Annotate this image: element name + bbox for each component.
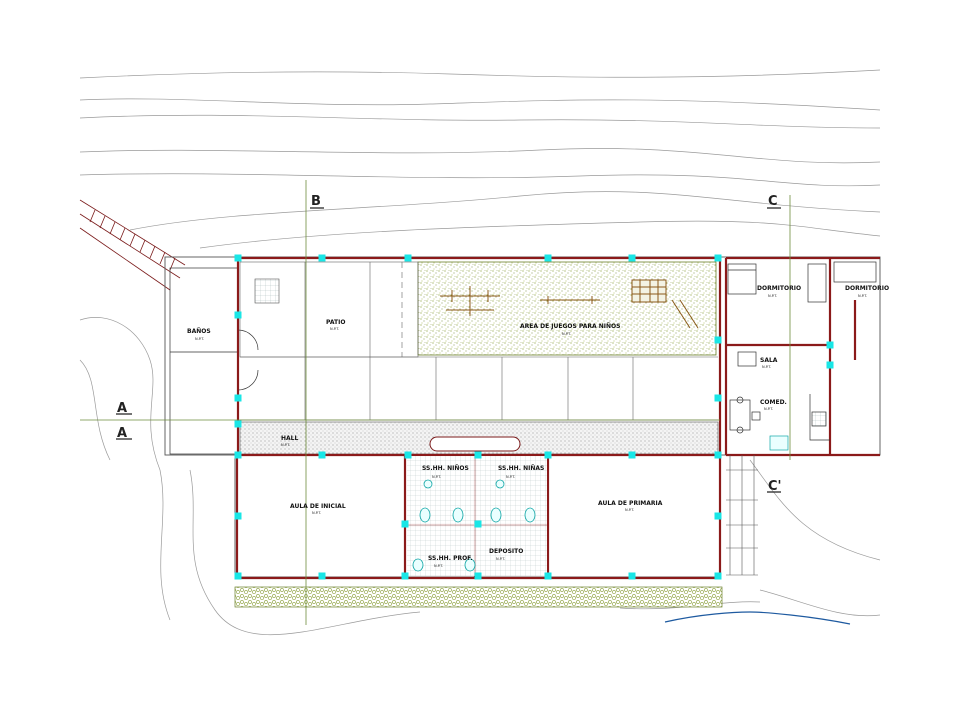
- room-juegos-npt: N.P.T.: [562, 332, 571, 336]
- column-27: [714, 394, 722, 402]
- residence-furniture: [727, 261, 877, 451]
- room-patio: PATIO: [326, 319, 345, 326]
- column-18: [234, 572, 242, 580]
- room-dormitorio-1-npt: N.P.T.: [768, 294, 777, 298]
- column-19: [318, 572, 326, 580]
- column-11: [404, 451, 412, 459]
- water-line: [664, 611, 851, 625]
- room-banos: BAÑOS: [187, 328, 211, 335]
- column-15: [714, 451, 722, 459]
- column-6: [234, 311, 242, 319]
- room-ss-ninas: SS.HH. NIÑAS: [498, 465, 544, 472]
- room-ss-prof: SS.HH. PROF.: [428, 555, 473, 562]
- room-deposito: DEPOSITO: [489, 548, 523, 555]
- room-sala-npt: N.P.T.: [762, 365, 771, 369]
- room-deposito-npt: N.P.T.: [496, 557, 505, 561]
- column-13: [544, 451, 552, 459]
- column-16: [234, 512, 242, 520]
- room-primaria-npt: N.P.T.: [625, 508, 634, 512]
- column-22: [544, 572, 552, 580]
- corridor-planters: [239, 421, 719, 455]
- column-21: [474, 572, 482, 580]
- toilets: [412, 479, 536, 572]
- room-primaria: AULA DE PRIMARIA: [598, 500, 663, 507]
- axis-label-c-top: C: [768, 194, 778, 209]
- column-25: [401, 520, 409, 528]
- columns: [234, 254, 834, 580]
- column-24: [714, 572, 722, 580]
- column-2: [404, 254, 412, 262]
- column-23: [628, 572, 636, 580]
- room-inicial-npt: N.P.T.: [312, 511, 321, 515]
- room-ss-ninos-npt: N.P.T.: [432, 475, 441, 479]
- room-banos-npt: N.P.T.: [195, 337, 204, 341]
- play-area-lawn: [417, 261, 717, 356]
- hedge-strip: [234, 586, 723, 608]
- axis-label-c-bottom: C': [768, 479, 782, 494]
- column-20: [401, 572, 409, 580]
- column-29: [826, 341, 834, 349]
- room-dormitorio-1: DORMITORIO: [757, 285, 801, 292]
- axis-lines: [80, 180, 791, 625]
- column-5: [714, 254, 722, 262]
- column-10: [318, 451, 326, 459]
- column-12: [474, 451, 482, 459]
- dimension-lines: [726, 455, 758, 576]
- column-1: [318, 254, 326, 262]
- room-ss-prof-npt: N.P.T.: [434, 564, 443, 568]
- column-14: [628, 451, 636, 459]
- axis-label-b: B: [311, 194, 321, 209]
- axis-label-a-upper: A: [117, 401, 127, 416]
- column-30: [826, 361, 834, 369]
- room-hall: HALL: [281, 435, 298, 442]
- column-9: [234, 451, 242, 459]
- room-hall-npt: N.P.T.: [281, 443, 290, 447]
- room-comedor-npt: N.P.T.: [764, 407, 773, 411]
- column-28: [714, 336, 722, 344]
- structural-walls: [235, 256, 880, 580]
- column-26: [474, 520, 482, 528]
- room-comedor: COMED.: [760, 399, 787, 406]
- column-7: [234, 394, 242, 402]
- play-equipment: [440, 279, 699, 329]
- room-dormitorio-2: DORMITORIO: [845, 285, 889, 292]
- column-0: [234, 254, 242, 262]
- column-8: [234, 420, 242, 428]
- room-patio-npt: N.P.T.: [330, 327, 339, 331]
- entry-stairs: [79, 199, 186, 291]
- axis-underlines: [116, 207, 781, 493]
- column-3: [544, 254, 552, 262]
- column-17: [714, 512, 722, 520]
- room-labels: BAÑOS N.P.T. PATIO N.P.T. AREA DE JUEGOS…: [187, 285, 889, 568]
- room-sala: SALA: [760, 357, 778, 364]
- room-ss-ninos: SS.HH. NIÑOS: [422, 465, 469, 472]
- room-dormitorio-2-npt: N.P.T.: [858, 294, 867, 298]
- column-4: [628, 254, 636, 262]
- axis-label-a-lower: A: [117, 426, 127, 441]
- room-juegos: AREA DE JUEGOS PARA NIÑOS: [520, 323, 620, 330]
- room-ss-ninas-npt: N.P.T.: [506, 475, 515, 479]
- room-inicial: AULA DE INICIAL: [290, 503, 346, 510]
